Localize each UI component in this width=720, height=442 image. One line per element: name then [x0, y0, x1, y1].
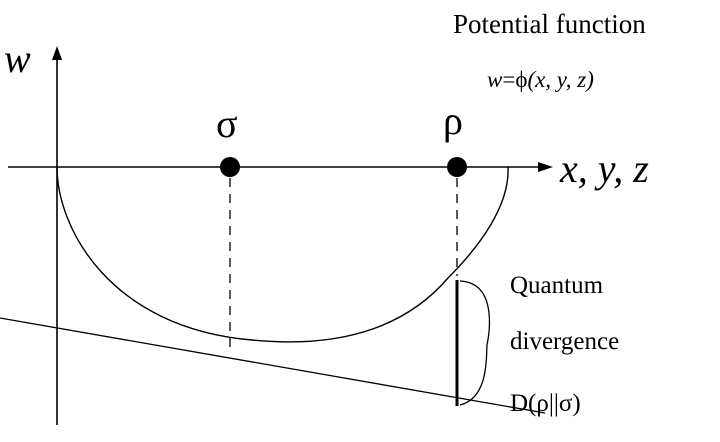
function-lhs: w	[487, 67, 503, 92]
w-axis-label: w	[4, 36, 31, 81]
sigma-point	[220, 157, 240, 177]
potential-function-title: Potential function	[453, 9, 646, 39]
function-args: (x, y, z)	[527, 67, 593, 92]
function-phi: ϕ	[515, 67, 527, 92]
x-axis-label: x, y, z	[559, 146, 649, 191]
x-axis-arrowhead	[538, 162, 553, 172]
divergence-label-line1: Quantum	[510, 272, 604, 299]
tangent-line	[0, 317, 546, 414]
sigma-label: σ	[216, 101, 238, 146]
rho-label: ρ	[443, 98, 463, 143]
w-axis-arrowhead	[52, 46, 62, 60]
divergence-label-line3: D(ρ||σ)	[510, 390, 581, 417]
function-equals: =	[502, 67, 515, 92]
divergence-label-line2: divergence	[510, 328, 619, 355]
function-formula: w=ϕ(x, y, z)	[487, 67, 594, 92]
divergence-brace	[459, 280, 491, 406]
potential-curve	[56, 166, 509, 343]
rho-point	[447, 157, 467, 177]
